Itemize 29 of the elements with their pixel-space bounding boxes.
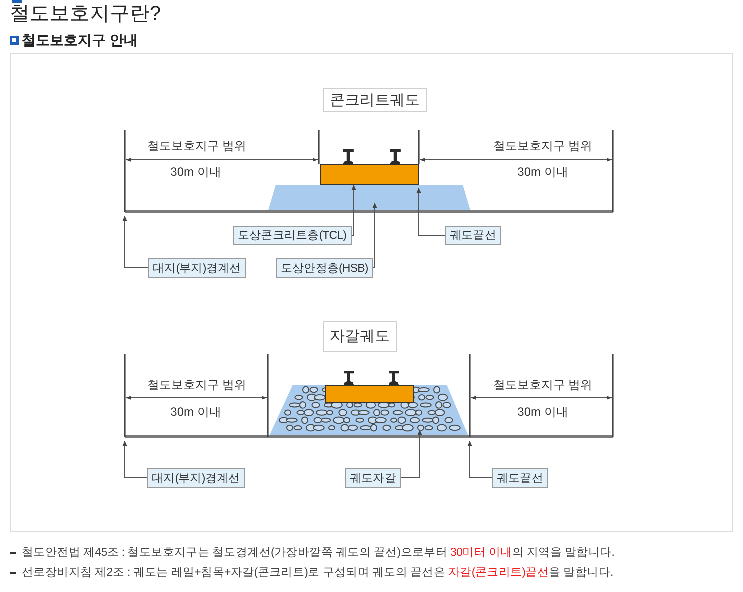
- dimension-label: 30m 이내: [518, 165, 568, 179]
- dimension-label: 30m 이내: [170, 165, 222, 179]
- callout-box: 궤도자갈: [345, 468, 402, 488]
- leader-line: [372, 202, 378, 268]
- dimension-label: 30m 이내: [170, 405, 222, 419]
- leader-line: [400, 430, 422, 478]
- leader-line: [122, 440, 148, 478]
- ballast-trapezoid: [269, 385, 469, 437]
- callout-box: 궤도끝선: [492, 468, 548, 488]
- callout-box: 대지(부지)경계선: [147, 468, 246, 488]
- callout-box: 대지(부지)경계선: [148, 258, 246, 278]
- note-text: 선로장비지침 제2조 : 궤도는 레일+침목+자갈(콘크리트)로 구성되며 궤도의 끝선은 자갈(콘크리트)끝선을 말합니다.: [22, 566, 614, 580]
- section-heading: 철도보호지구 안내: [22, 32, 138, 48]
- dimension-label: 철도보호지구 범위: [147, 139, 247, 153]
- page-title: 철도보호지구란?: [10, 3, 162, 25]
- callout-box: 궤도끝선: [445, 226, 502, 245]
- title-box: 자갈궤도: [323, 321, 397, 352]
- callout-box: 도상콘크리트층(TCL): [233, 226, 352, 245]
- sleeper-block: [325, 385, 414, 403]
- dimension-label: 철도보호지구 범위: [493, 139, 593, 153]
- leader-line: [122, 216, 148, 268]
- dimension-label: 30m 이내: [518, 405, 568, 419]
- callout-box: 도상안정층(HSB): [276, 258, 374, 278]
- title-box: 콘크리트궤도: [323, 88, 427, 112]
- dimension-label: 철도보호지구 범위: [493, 378, 593, 392]
- dimension-label: 철도보호지구 범위: [147, 378, 247, 392]
- leader-line: [416, 188, 446, 236]
- concrete-slab: [320, 164, 419, 185]
- note-text: 철도안전법 제45조 : 철도보호지구는 철도경계선(가장바깥쪽 궤도의 끝선)으로부터 30미터 이내의 지역을 말합니다.: [22, 546, 615, 560]
